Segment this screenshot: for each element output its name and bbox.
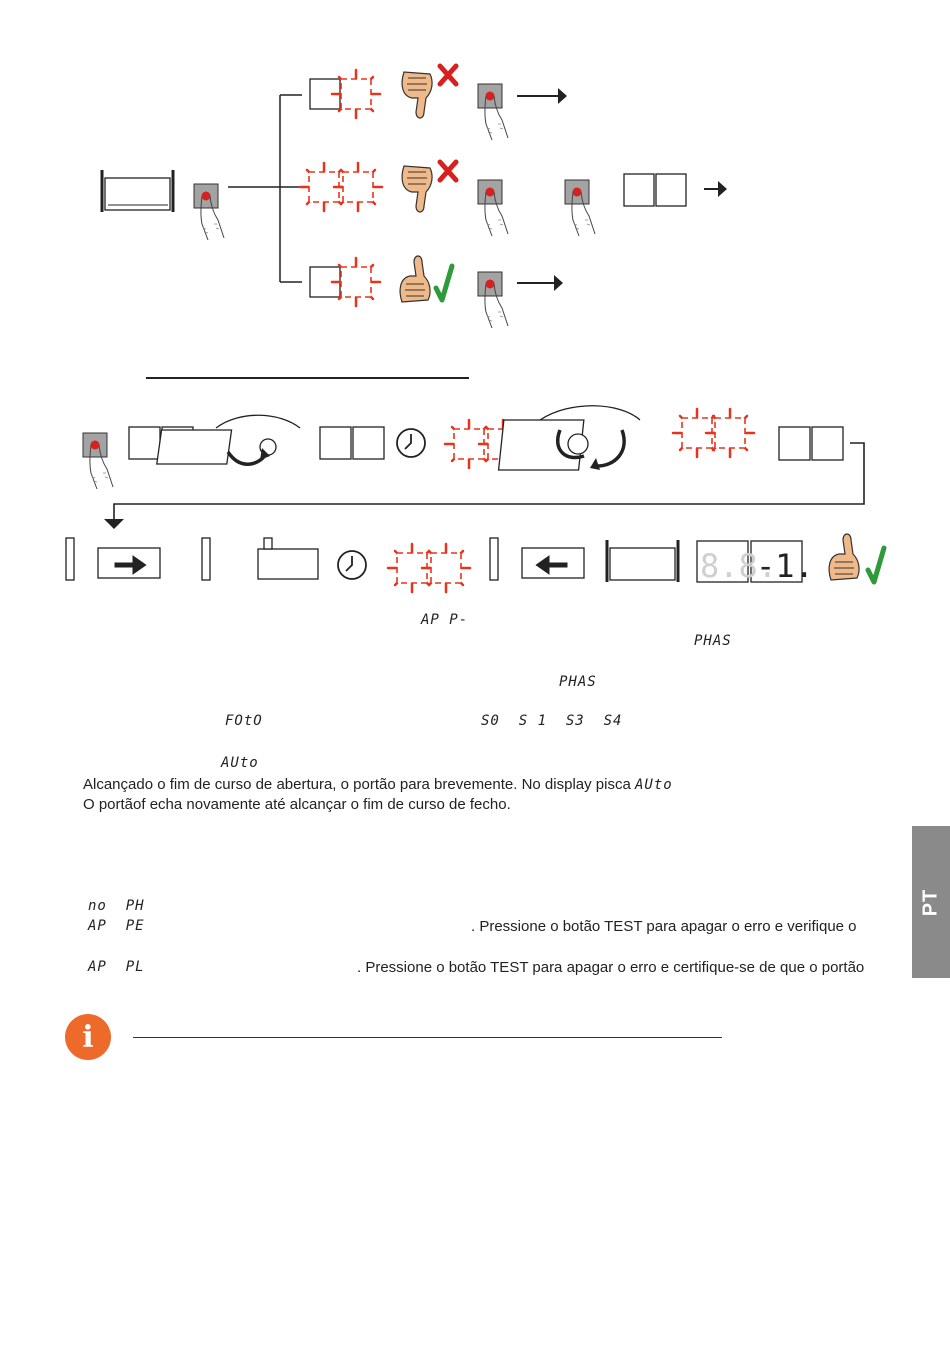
cross-mark-icon (440, 162, 456, 180)
check-mark-icon (436, 266, 452, 300)
display-digit-blinking (704, 407, 756, 459)
display-digit-blinking (332, 161, 384, 213)
error-code-ap-pl: AP PL (88, 959, 145, 975)
arrow-right-icon (517, 275, 563, 291)
test-button-icon (564, 179, 596, 237)
test-button-icon (477, 179, 509, 237)
test-button-icon (82, 432, 114, 490)
display-digit-off (352, 426, 385, 460)
arrow-right-icon (517, 88, 567, 104)
cross-mark-icon (440, 66, 456, 84)
test-button-icon (193, 183, 225, 241)
paragraph-line: Alcançado o fim de curso de abertura, o … (83, 776, 673, 793)
display-digit-off (778, 426, 811, 461)
display-code-phas: PHAS (694, 633, 732, 649)
branch-connector (228, 94, 302, 283)
clock-icon (396, 428, 426, 458)
display-code-app: AP P- (421, 612, 469, 628)
thumbs-down-icon (401, 71, 433, 119)
test-button-icon (477, 83, 509, 141)
release-lock-icon (156, 414, 301, 466)
display-code-foto: FOtO (225, 713, 263, 729)
flow-connector (104, 442, 865, 529)
display-digit-off (319, 426, 352, 460)
gate-closed-icon (605, 540, 680, 582)
gate-post (201, 537, 211, 581)
info-icon: i (65, 1014, 111, 1060)
display-digit-off (811, 426, 844, 461)
test-button-icon (477, 271, 509, 329)
display-right-digits: -1. (756, 547, 814, 585)
gate-open-icon (257, 537, 319, 580)
display-digit-blinking (420, 542, 472, 594)
gate-closed-icon (100, 170, 175, 212)
language-tab-label: PT (919, 888, 942, 916)
section-heading-rule (146, 377, 469, 379)
display-digit-off (623, 173, 655, 207)
thumbs-down-icon (401, 165, 433, 213)
display-digit-blinking (330, 68, 382, 120)
paragraph-line: O portãof echa novamente até alcançar o … (83, 796, 511, 813)
error-description-pe: . Pressione o botão TEST para apagar o e… (471, 918, 857, 935)
check-mark-icon (868, 548, 884, 582)
display-code-auto: AUto (221, 755, 259, 771)
error-code-ap-pe: AP PE (88, 918, 145, 934)
info-rule (133, 1037, 722, 1038)
display-digit-off (128, 426, 161, 460)
lock-turn-icon (497, 405, 641, 471)
clock-icon (337, 550, 367, 580)
display-code-auto: AUto (634, 777, 673, 793)
error-description-pl: . Pressione o botão TEST para apagar o e… (357, 959, 865, 976)
display-digit-off (655, 173, 687, 207)
display-codes-safety: S0 S 1 S3 S4 (481, 713, 623, 729)
display-code-phas: PHAS (559, 674, 597, 690)
seven-segment-display: 8.8. -1. (696, 540, 814, 585)
thumbs-up-icon (828, 533, 860, 581)
gate-closing-icon (521, 547, 585, 579)
gate-post (489, 537, 499, 581)
gate-post (65, 537, 75, 581)
language-tab: PT (912, 826, 950, 978)
display-digit-blinking (330, 256, 382, 308)
display-left-digits: 8.8. (700, 547, 777, 585)
gate-opening-icon (97, 547, 161, 579)
arrow-right-icon (704, 181, 727, 197)
thumbs-up-icon (399, 255, 431, 303)
error-code-no-ph: no PH (88, 898, 145, 914)
